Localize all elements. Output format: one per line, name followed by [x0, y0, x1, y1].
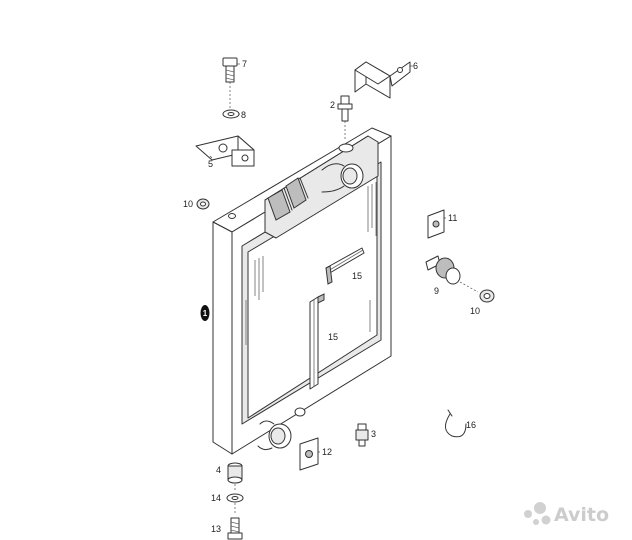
- callout-13: 13: [211, 524, 221, 534]
- washer-8: [222, 109, 240, 119]
- bracket-5: [195, 135, 255, 167]
- callout-5: 5: [208, 159, 213, 169]
- washer-14: [226, 493, 244, 503]
- callout-10-left: 10: [183, 199, 193, 209]
- pad-12: [299, 437, 319, 471]
- bracket-6: [354, 61, 411, 99]
- callout-12: 12: [322, 447, 332, 457]
- callout-2: 2: [330, 100, 335, 110]
- callout-1-badge: 1: [200, 305, 210, 321]
- pad-11: [427, 209, 445, 239]
- rubber-mount-4: [227, 462, 243, 484]
- callout-8: 8: [241, 110, 246, 120]
- vent-plug-2: [337, 95, 353, 122]
- callout-3: 3: [371, 429, 376, 439]
- bolt-7: [222, 57, 238, 83]
- avito-watermark-text: Avito: [554, 504, 609, 526]
- callout-1: 1: [203, 309, 208, 318]
- callout-16: 16: [466, 420, 476, 430]
- callout-4: 4: [216, 465, 221, 475]
- nut-10-right: [479, 289, 495, 303]
- callout-leaders: [209, 63, 446, 453]
- callout-7: 7: [242, 59, 247, 69]
- callout-9: 9: [434, 286, 439, 296]
- clip-16: [445, 409, 467, 438]
- callout-6: 6: [413, 61, 418, 71]
- seal-strip-upper: [325, 247, 365, 285]
- callout-14: 14: [211, 493, 221, 503]
- callout-11: 11: [448, 213, 457, 223]
- callout-15-lower: 15: [328, 332, 338, 342]
- callout-labels: 7 8 5 10 2 6 11 15 15 9 10 3 12 16 4 14 …: [183, 59, 480, 534]
- callout-10-right: 10: [470, 306, 480, 316]
- avito-logo-icon: [524, 510, 532, 518]
- drain-plug-3: [355, 423, 369, 447]
- callout-15-upper: 15: [352, 271, 362, 281]
- bolt-13: [227, 517, 243, 540]
- radiator-frame: [212, 127, 392, 455]
- rubber-mount-9: [425, 255, 479, 293]
- nut-10-left: [196, 198, 210, 210]
- avito-watermark: Avito: [524, 502, 609, 526]
- seal-strip-lower: [309, 293, 325, 390]
